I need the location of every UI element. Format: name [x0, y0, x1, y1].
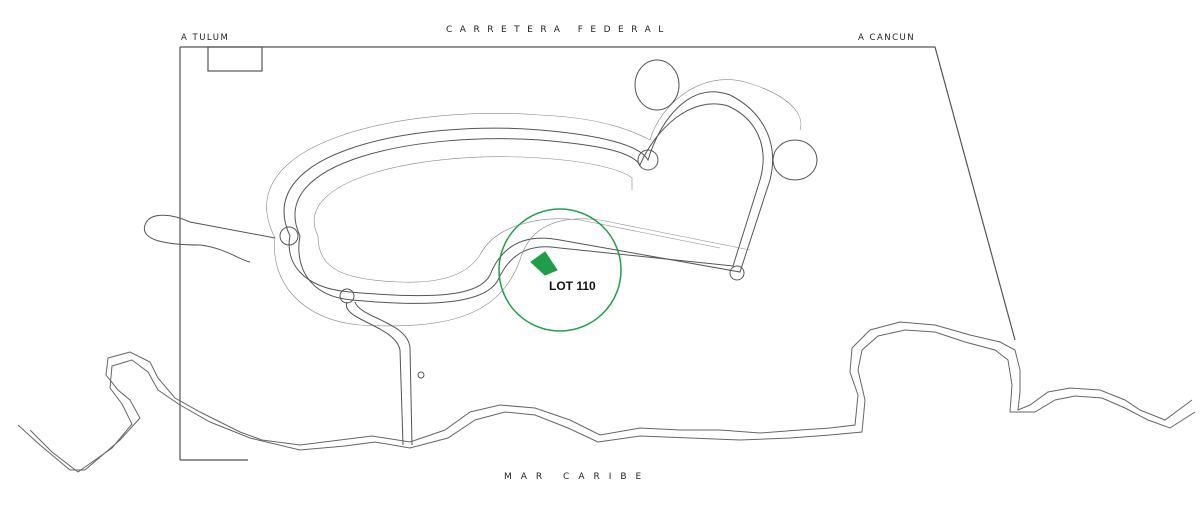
access-road-west — [143, 214, 276, 263]
lot-ring-inner — [313, 156, 721, 283]
east-direction-label: A CANCUN — [858, 33, 916, 43]
roundabout-south — [339, 288, 355, 304]
lot-110-marker — [498, 208, 622, 332]
cul-de-sac-north — [634, 59, 680, 111]
roundabout-east — [729, 265, 745, 281]
main-road — [283, 91, 774, 297]
lot-label[interactable]: LOT 110 — [549, 279, 596, 293]
coastline-inner — [29, 329, 1196, 473]
sea-label: MAR CARIBE — [504, 472, 651, 482]
gate-building — [207, 46, 263, 72]
access-road-south — [346, 301, 413, 446]
lot-110-highlight — [530, 251, 558, 276]
west-direction-label: A TULUM — [181, 33, 230, 43]
cul-de-sac-east — [772, 139, 818, 181]
coastline — [17, 321, 1193, 471]
highway-label: CARRETERA FEDERAL — [446, 25, 671, 35]
roundabout-west — [279, 226, 299, 246]
main-road-inner — [294, 103, 764, 304]
service-node — [417, 371, 425, 379]
roundabout-north — [637, 149, 659, 171]
property-boundary — [179, 46, 1016, 461]
lot-ring-outer — [266, 79, 802, 327]
